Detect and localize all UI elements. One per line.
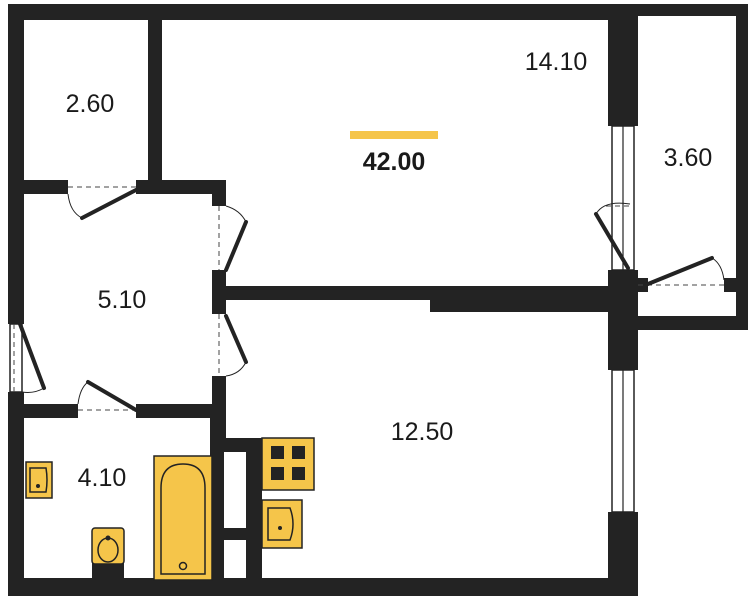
area-living-room: 14.10 — [525, 48, 588, 76]
sink-bathroom-icon — [25, 461, 53, 499]
area-labels: 2.60 14.10 3.60 5.10 4.10 12.50 — [66, 48, 713, 492]
door-living-balcony-sash — [594, 202, 631, 270]
door-living — [218, 205, 248, 272]
window-hallway — [9, 323, 23, 393]
toilet-icon — [91, 527, 125, 580]
stove-icon — [261, 437, 315, 491]
windows — [9, 125, 635, 513]
area-hallway: 5.10 — [98, 286, 147, 314]
door-kitchen — [218, 314, 248, 377]
area-storage: 2.60 — [66, 90, 115, 118]
door-balcony — [638, 256, 725, 286]
door-entrance — [13, 322, 46, 393]
sink-kitchen-icon — [261, 499, 303, 549]
total-area: 42.00 — [363, 148, 426, 176]
area-bathroom: 4.10 — [78, 464, 127, 492]
area-kitchen: 12.50 — [391, 418, 454, 446]
door-storage — [67, 186, 138, 220]
window-kitchen — [611, 369, 635, 513]
total-area-block: 42.00 — [350, 131, 438, 176]
bathtub-icon — [153, 455, 213, 581]
doors — [13, 186, 725, 412]
area-balcony: 3.60 — [664, 144, 713, 172]
window-living-balcony — [611, 125, 635, 271]
total-area-accent-bar — [350, 131, 438, 139]
fixtures — [25, 437, 315, 581]
door-bathroom — [77, 380, 138, 412]
walls — [8, 4, 748, 596]
